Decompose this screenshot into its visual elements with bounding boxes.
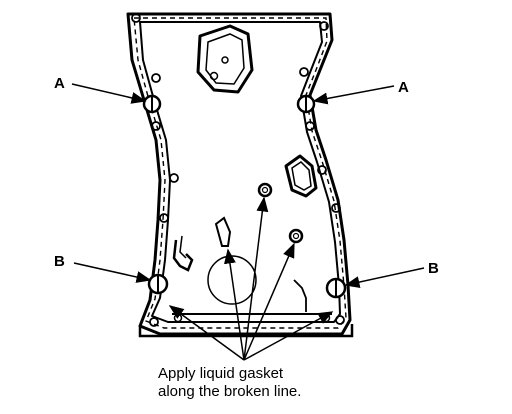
- bolt-hole: [335, 315, 345, 325]
- right-oval-boss-inner: [291, 161, 312, 191]
- center-boss-right: [288, 228, 304, 244]
- gasket-arrow: [243, 196, 269, 361]
- caption-line-2: along the broken line.: [158, 383, 302, 400]
- right-oval-boss: [284, 154, 318, 198]
- left-hook-rib-inner: [179, 235, 187, 259]
- callout-label-a-left: A: [54, 75, 65, 92]
- bolt-hole: [159, 213, 169, 223]
- callout-arrow-a-left: [71, 83, 147, 104]
- gasket-arrow: [243, 311, 334, 361]
- bolt-hole: [317, 165, 327, 175]
- center-boss-right-inner: [292, 232, 300, 240]
- gasket-instruction-caption: Apply liquid gasket along the broken lin…: [158, 365, 388, 401]
- callout-label-b-right: B: [428, 260, 439, 277]
- bolt-hole: [169, 173, 179, 183]
- gasket-arrow: [243, 242, 295, 361]
- bolt-hole: [299, 67, 309, 77]
- caption-line-1: Apply liquid gasket: [158, 365, 284, 382]
- callout-label-a-right: A: [398, 79, 409, 96]
- left-tab: [214, 216, 232, 247]
- callout-arrow-a-right: [312, 85, 395, 105]
- bolt-hole: [331, 203, 341, 213]
- bolt-hole: [319, 21, 329, 31]
- bolt-hole: [149, 317, 159, 327]
- center-boss-upper-inner: [261, 186, 269, 194]
- gasket-arrow: [168, 305, 245, 361]
- right-curved-rib: [293, 279, 307, 312]
- upper-pump-window-inner: [205, 33, 245, 85]
- bolt-hole: [131, 13, 141, 23]
- callout-arrow-b-right: [344, 267, 425, 288]
- upper-pump-bolt-hole: [209, 71, 219, 81]
- bolt-hole: [305, 121, 315, 131]
- bolt-hole: [173, 313, 183, 323]
- bolt-hole: [151, 73, 161, 83]
- upper-pump-bolt-hole: [221, 56, 229, 64]
- upper-pump-window: [196, 24, 254, 94]
- center-boss-upper: [257, 182, 273, 198]
- callout-label-b-left: B: [54, 253, 65, 270]
- callout-arrow-b-left: [73, 262, 152, 283]
- bolt-hole: [151, 121, 161, 131]
- cover-outline: [126, 12, 352, 336]
- gasket-arrow: [224, 248, 245, 361]
- left-hook-rib: [172, 239, 194, 272]
- bottom-flange: [138, 324, 354, 338]
